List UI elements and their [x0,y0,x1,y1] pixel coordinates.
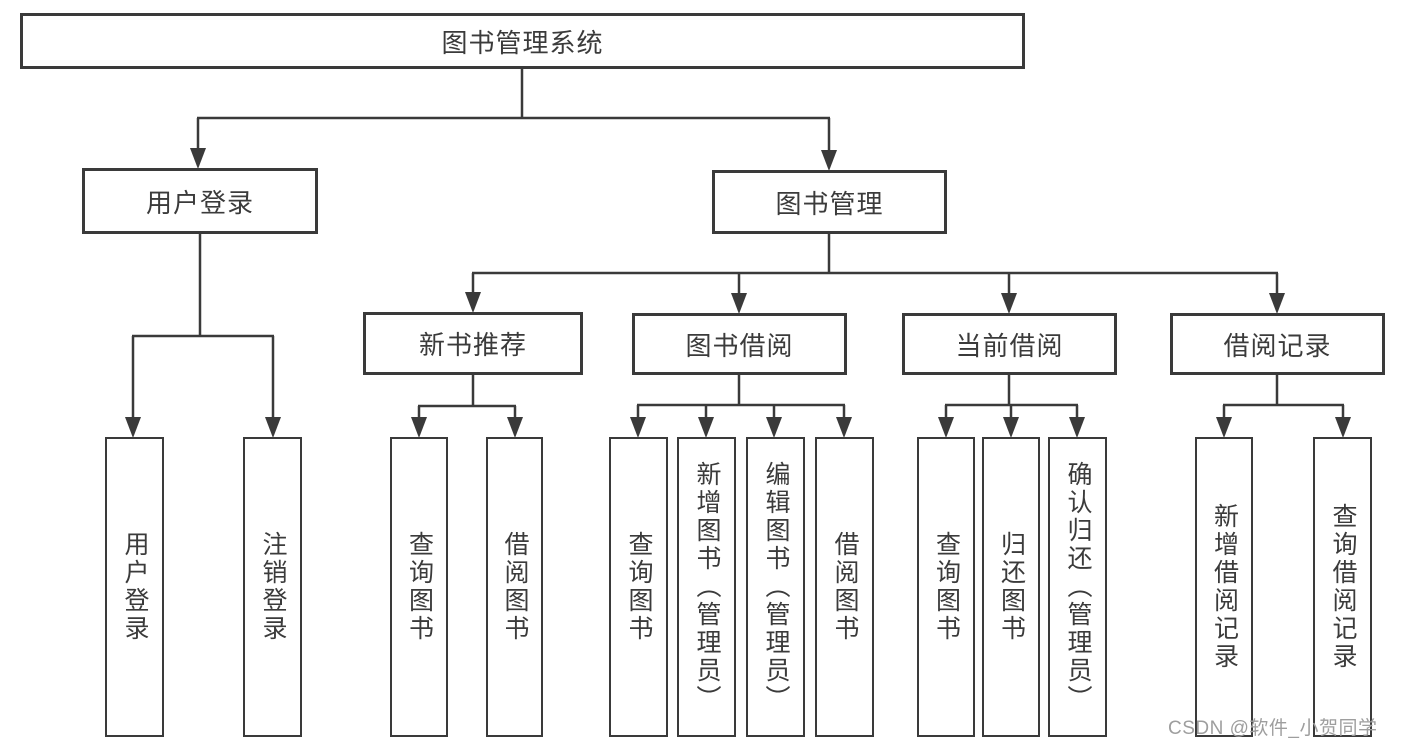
node-leaf-query-books-1-label: 查询图书 [405,531,434,643]
node-leaf-borrow-books-2: 借阅图书 [815,437,874,737]
node-leaf-add-borrow-record-label: 新增借阅记录 [1210,503,1239,671]
node-leaf-user-login-label: 用户登录 [121,531,149,643]
node-book-borrowing-label: 图书借阅 [685,330,794,361]
node-book-management: 图书管理 [712,170,947,234]
node-leaf-confirm-return-admin: 确认归还（管理员） [1048,437,1107,737]
node-leaf-borrow-books-1-label: 借阅图书 [501,531,529,643]
node-leaf-query-books-2-label: 查询图书 [625,531,653,643]
node-leaf-user-login: 用户登录 [105,437,164,737]
node-leaf-confirm-return-admin-label: 确认归还（管理员） [1064,461,1092,713]
node-leaf-query-borrow-record: 查询借阅记录 [1313,437,1372,737]
node-leaf-query-books-2: 查询图书 [609,437,668,737]
node-borrowing-records: 借阅记录 [1170,313,1385,375]
node-book-management-label: 图书管理 [775,188,884,219]
node-leaf-add-books-admin: 新增图书（管理员） [677,437,736,737]
node-leaf-edit-books-admin: 编辑图书（管理员） [746,437,805,737]
node-leaf-logout-login: 注销登录 [243,437,302,737]
arrowhead-icons [125,148,1351,438]
node-leaf-logout-login-label: 注销登录 [259,531,287,643]
node-current-borrowing-label: 当前借阅 [955,330,1064,361]
node-leaf-query-books-3: 查询图书 [917,437,975,737]
node-leaf-edit-books-admin-label: 编辑图书（管理员） [762,461,790,713]
connector-edges [131,69,1345,418]
node-user-login: 用户登录 [82,168,318,234]
node-leaf-query-books-1: 查询图书 [390,437,448,737]
node-new-book-recommend: 新书推荐 [363,312,583,375]
node-leaf-borrow-books-2-label: 借阅图书 [831,531,859,643]
node-leaf-return-books: 归还图书 [982,437,1040,737]
node-leaf-query-books-3-label: 查询图书 [932,531,961,643]
node-user-login-label: 用户登录 [145,187,254,218]
node-borrowing-records-label: 借阅记录 [1223,330,1332,361]
node-leaf-query-borrow-record-label: 查询借阅记录 [1329,503,1357,671]
node-library-system: 图书管理系统 [20,13,1025,69]
node-library-system-label: 图书管理系统 [441,27,604,58]
node-leaf-add-books-admin-label: 新增图书（管理员） [693,461,721,713]
node-current-borrowing: 当前借阅 [902,313,1117,375]
node-leaf-borrow-books-1: 借阅图书 [486,437,543,737]
watermark-text: CSDN @软件_小贺同学 [1168,718,1378,739]
node-leaf-add-borrow-record: 新增借阅记录 [1195,437,1253,737]
node-leaf-return-books-label: 归还图书 [997,531,1026,643]
node-book-borrowing: 图书借阅 [632,313,847,375]
node-new-book-recommend-label: 新书推荐 [418,330,527,360]
